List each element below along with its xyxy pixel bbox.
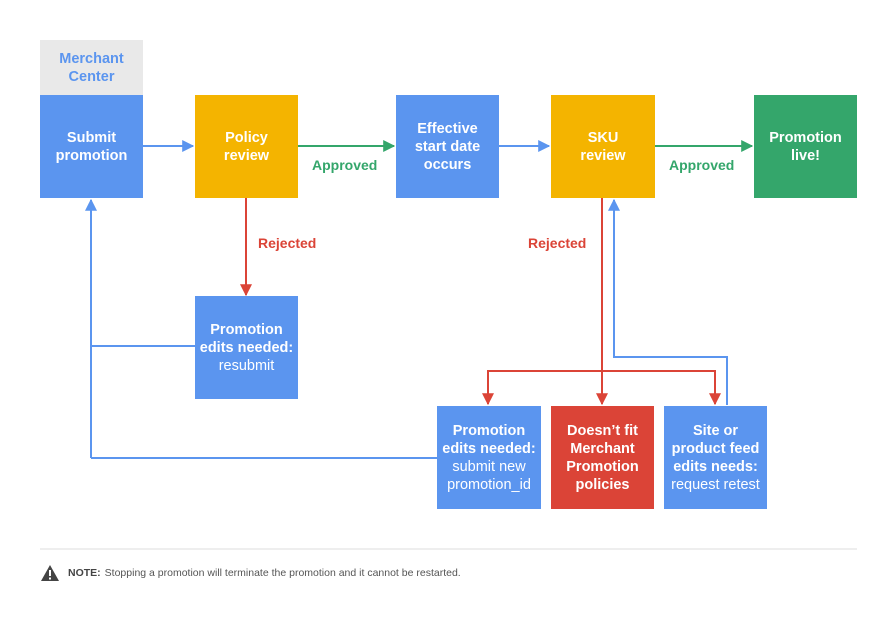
retest-box: Site or product feed edits needs: reques…	[664, 406, 767, 509]
policy-review-box: Policy review	[195, 95, 298, 198]
edits-resubmit-line1: Promotion	[210, 321, 283, 338]
merchant-center-line2: Center	[68, 68, 115, 85]
retest-line3: edits needs:	[673, 458, 758, 475]
edits-resubmit-box: Promotion edits needed: resubmit	[195, 296, 298, 399]
edits-new-id-line1: Promotion	[452, 422, 526, 439]
arrow-retest-to-sku	[608, 198, 728, 405]
edits-resubmit-line3: resubmit	[218, 357, 275, 374]
effective-line3: occurs	[423, 156, 472, 173]
sku-line1: SKU	[587, 129, 619, 146]
footer-note: NOTE: Stopping a promotion will terminat…	[40, 563, 461, 583]
policy-fail-line1: Doesn’t fit	[567, 422, 638, 439]
sku-line2: review	[580, 147, 626, 164]
merchant-center-line1: Merchant	[59, 50, 124, 67]
retest-line4: request retest	[671, 476, 760, 493]
retest-line2: product feed	[671, 440, 760, 457]
submit-line2: promotion	[55, 147, 128, 164]
effective-start-date-box: Effective start date occurs	[396, 95, 499, 198]
edits-new-id-line4: promotion_id	[447, 476, 531, 493]
submit-promotion-box: Submit promotion	[40, 95, 143, 198]
promotion-live-box: Promotion live!	[754, 95, 857, 198]
edits-new-id-line2: edits needed:	[442, 440, 536, 457]
approved-label-sku: Approved	[669, 157, 735, 173]
note-prefix: NOTE:	[68, 567, 101, 579]
effective-line2: start date	[414, 138, 481, 155]
policy-fail-line2: Merchant	[570, 440, 635, 457]
rejected-label-sku: Rejected	[528, 235, 587, 251]
sku-review-box: SKU review	[551, 95, 655, 198]
policy-fail-box: Doesn’t fit Merchant Promotion policies	[551, 406, 654, 509]
approved-label-policy: Approved	[312, 157, 378, 173]
note-text: Stopping a promotion will terminate the …	[104, 567, 461, 579]
rejected-label-policy: Rejected	[258, 235, 317, 251]
policy-line1: Policy	[225, 129, 268, 146]
warning-icon	[41, 565, 59, 581]
policy-fail-line4: policies	[575, 476, 630, 493]
edits-new-id-box: Promotion edits needed: submit new promo…	[437, 406, 541, 509]
effective-line1: Effective	[417, 120, 478, 137]
retest-line1: Site or	[692, 422, 739, 439]
policy-fail-line3: Promotion	[566, 458, 639, 475]
live-line1: Promotion	[769, 129, 842, 146]
submit-line1: Submit	[66, 129, 117, 146]
edits-new-id-line3: submit new	[452, 458, 526, 475]
merchant-center-header: Merchant Center	[40, 40, 143, 95]
edits-resubmit-line2: edits needed:	[199, 339, 294, 356]
live-line2: live!	[790, 147, 820, 164]
policy-line2: review	[223, 147, 270, 164]
